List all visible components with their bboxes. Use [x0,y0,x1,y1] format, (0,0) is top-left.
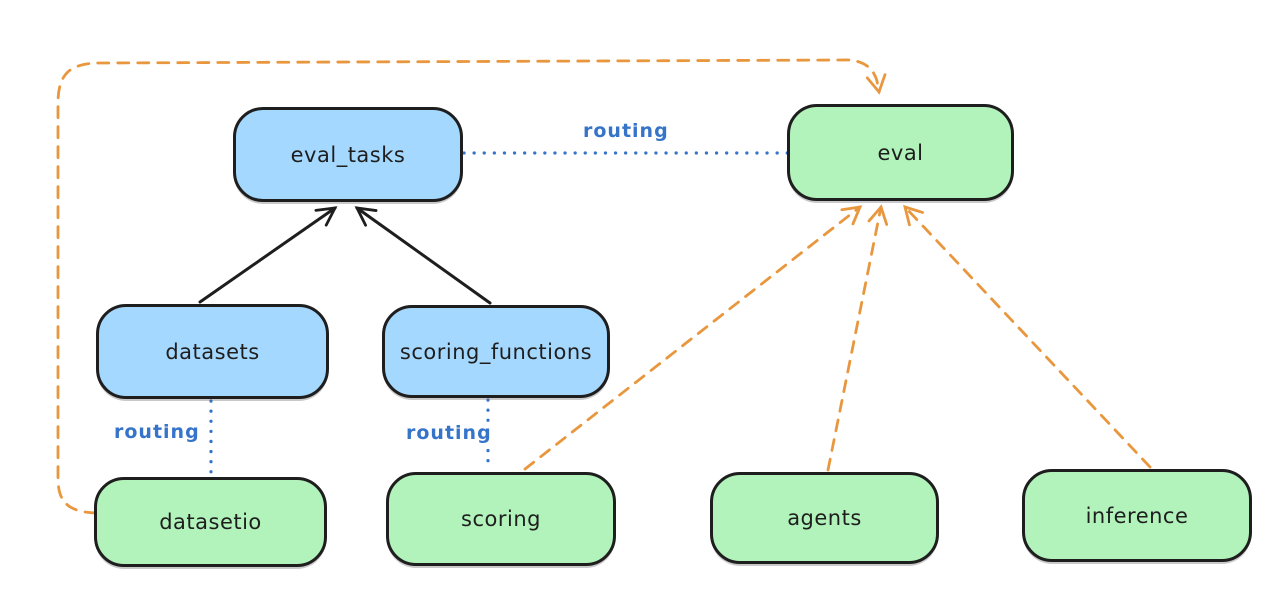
node-scoring-label: scoring [461,507,541,531]
node-datasetio-label: datasetio [159,510,262,534]
edge-label-routing-eval_tasks-eval: routing [580,120,672,142]
edge-scoring_functions-to-eval_tasks [354,206,492,305]
node-datasets-label: datasets [165,339,260,364]
node-scoring_functions-label: scoring_functions [399,339,593,364]
node-eval_tasks[interactable]: eval_tasks [233,107,463,202]
edge-agents-to-eval [826,204,889,472]
node-inference[interactable]: inference [1022,469,1252,562]
edge-label-routing-datasets-datasetio: routing [111,421,203,443]
node-inference-label: inference [1085,503,1189,528]
node-eval[interactable]: eval [787,104,1014,201]
edge-scoring-to-eval [523,205,863,471]
node-scoring[interactable]: scoring [386,472,616,566]
node-scoring_functions[interactable]: scoring_functions [382,305,610,398]
edge-label-routing-scoring_functions-scoring: routing [403,422,495,444]
node-agents-label: agents [787,506,862,530]
node-agents[interactable]: agents [710,472,939,564]
node-datasets[interactable]: datasets [96,304,329,399]
edge-inference-to-eval [903,204,1152,469]
node-datasetio[interactable]: datasetio [94,477,327,567]
edge-datasetio-to-eval [56,58,887,515]
node-eval_tasks-label: eval_tasks [290,142,406,167]
edge-datasets-to-eval_tasks [198,206,338,304]
node-eval-label: eval [877,140,924,165]
